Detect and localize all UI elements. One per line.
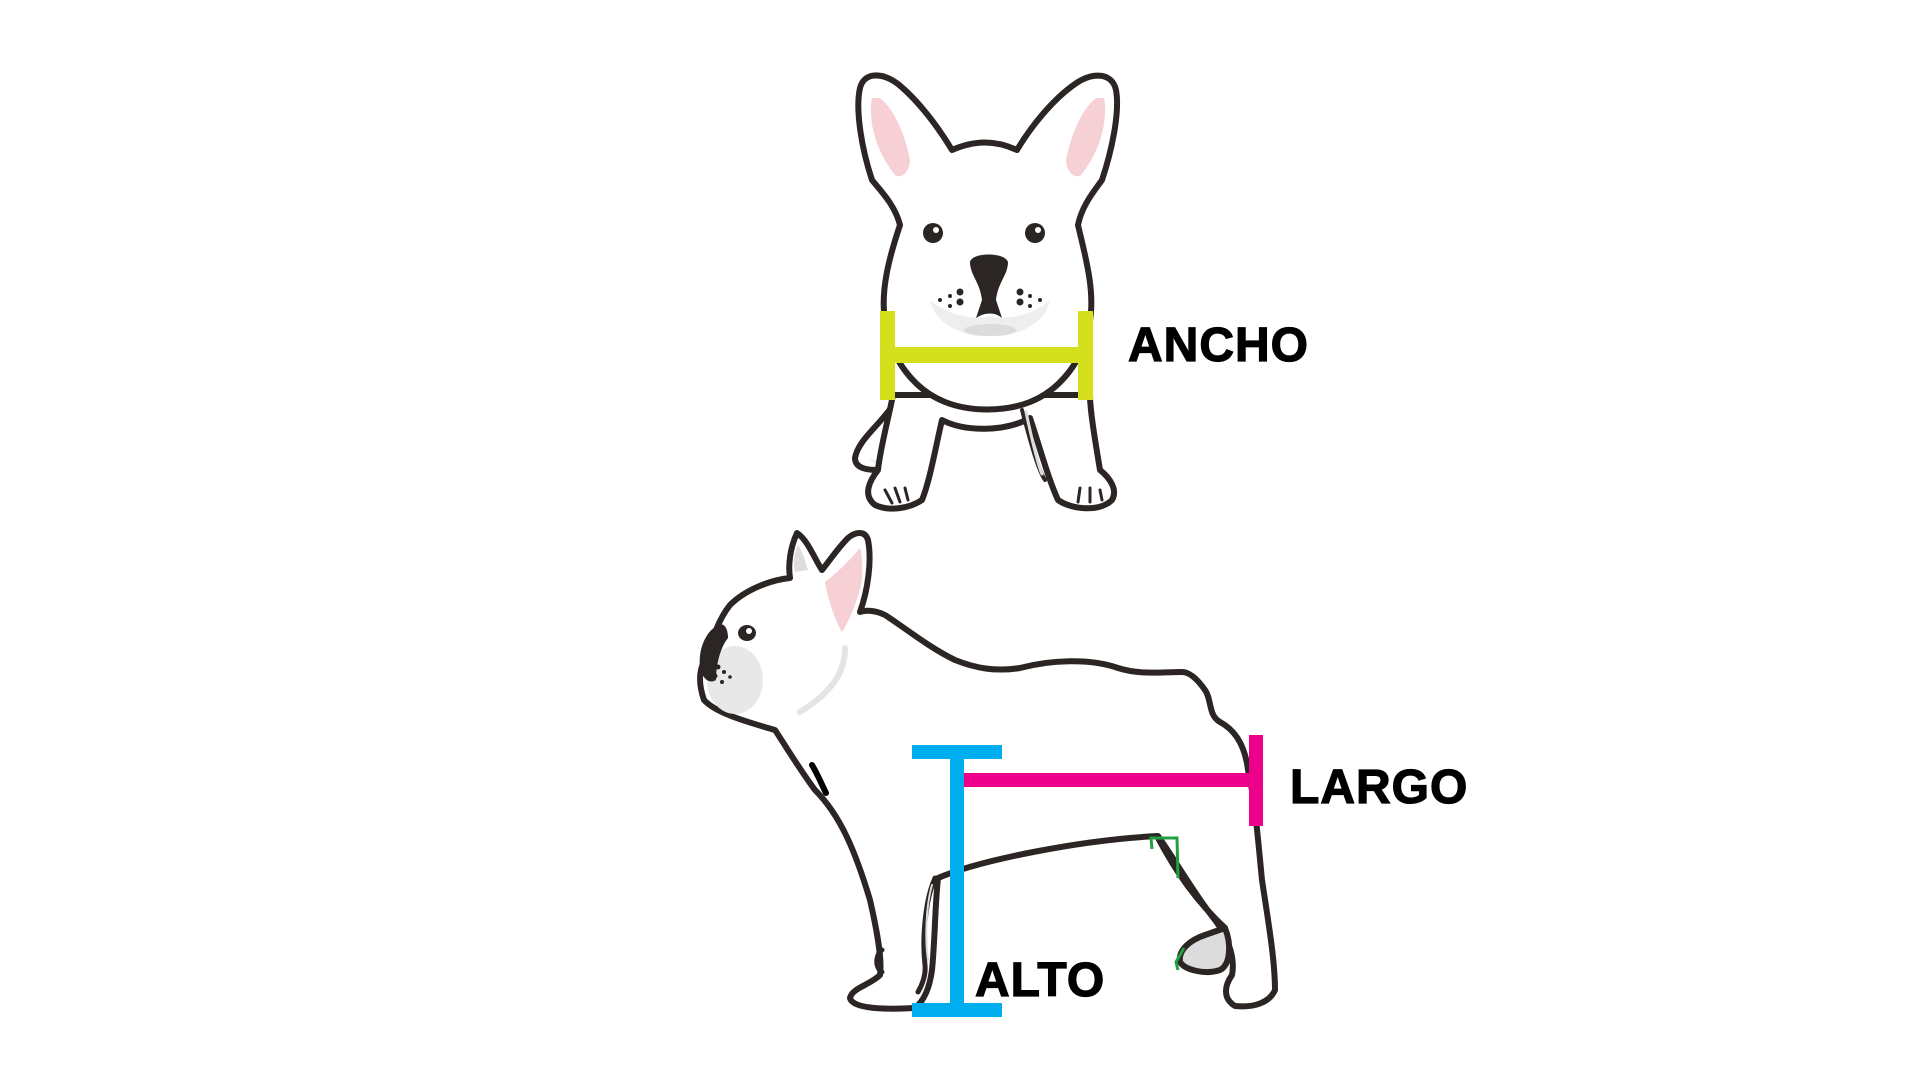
ancho-label: ANCHO [1127,319,1309,372]
ancho-measure-bar [880,311,1093,400]
largo-label: LARGO [1289,761,1469,814]
green-marker-marks [1149,836,1186,971]
largo-measure-bar [964,735,1263,826]
front-view-dog [852,72,1121,512]
alto-label: ALTO [974,954,1106,1007]
alto-measure-bar [912,745,1002,1017]
side-view-dog [697,530,1278,1012]
